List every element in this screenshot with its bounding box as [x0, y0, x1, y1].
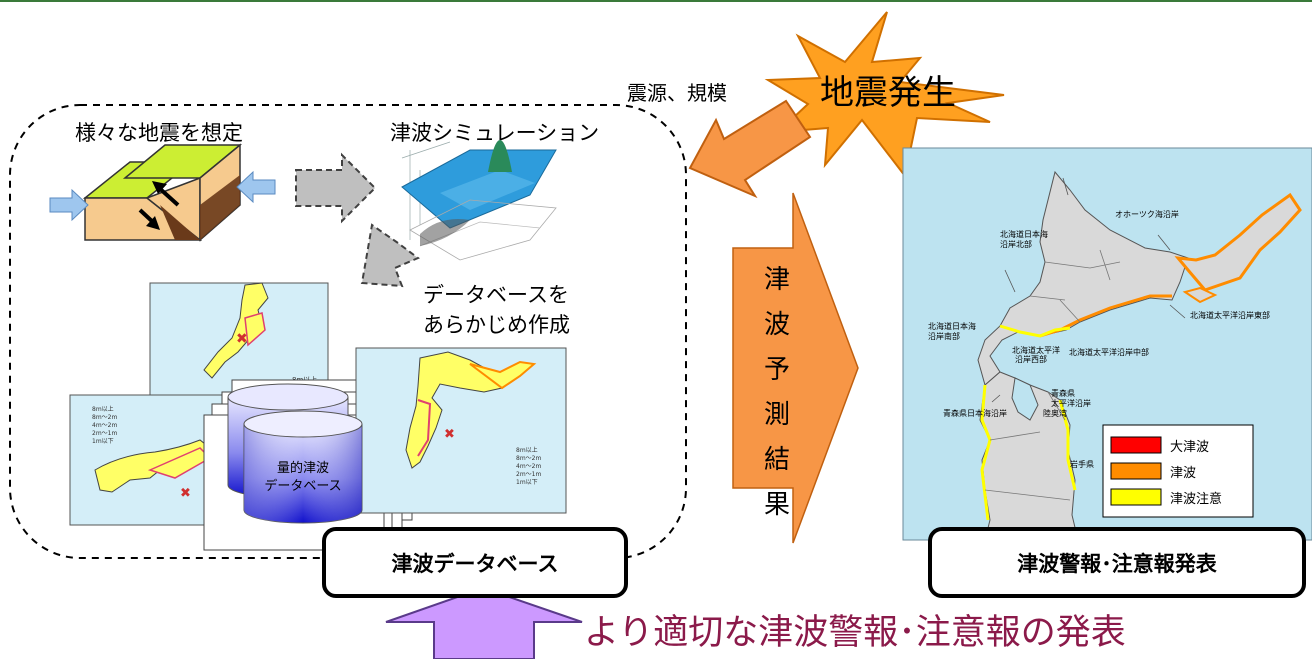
forecast-result-arrow — [732, 192, 859, 544]
improvement-arrow — [385, 586, 583, 659]
map-label-okhotsk: オホーツク海沿岸 — [1115, 209, 1179, 219]
create-database-arrow — [360, 223, 420, 288]
map-label-pacific-west-1: 北海道太平洋 — [1012, 345, 1060, 355]
forecast-char-3: 予 — [763, 355, 790, 385]
tsunami-simulation-label: 津波シミュレーション — [390, 121, 599, 145]
svg-text:1m以下: 1m以下 — [516, 479, 538, 486]
legend-label-major-tsunami: 大津波 — [1170, 440, 1209, 455]
svg-text:✖: ✖ — [236, 331, 248, 347]
forecast-char-4: 測 — [763, 400, 790, 430]
forecast-char-6: 果 — [763, 490, 790, 520]
map-label-pacific-west-2: 沿岸西部 — [1015, 354, 1047, 364]
create-database-label-line1: データベースを — [423, 283, 569, 307]
svg-text:8m以上: 8m以上 — [92, 405, 114, 413]
svg-text:8m～2m: 8m～2m — [92, 414, 117, 421]
create-database-label-line2: あらかじめ作成 — [423, 313, 570, 337]
fault-block-diagram — [49, 143, 276, 242]
database-cylinder-front — [243, 410, 363, 524]
tsunami-database-box: 津波データベース — [322, 527, 628, 598]
svg-text:8m～2m: 8m～2m — [516, 455, 541, 462]
legend-label-tsunami: 津波 — [1170, 466, 1196, 481]
bottom-message: より適切な津波警報･注意報の発表 — [584, 613, 1126, 653]
map-label-hokkaido-south-2: 沿岸南部 — [928, 331, 960, 341]
db-cylinder-label-line1: 量的津波 — [277, 460, 329, 476]
svg-text:✖: ✖ — [180, 486, 191, 501]
map-label-iwate: 岩手県 — [1070, 459, 1094, 469]
map-label-pacific-east: 北海道太平洋沿岸東部 — [1190, 310, 1270, 320]
simulation-plot — [401, 140, 557, 261]
map-label-aomori-pacific-1: 青森県 — [1051, 388, 1075, 398]
warning-map: 北海道日本海 沿岸北部 オホーツク海沿岸 北海道日本海 沿岸南部 北海道太平洋 … — [902, 147, 1312, 541]
forecast-result-label: 津 波 予 測 結 果 — [757, 258, 797, 528]
assume-earthquake-label: 様々な地震を想定 — [75, 121, 243, 145]
map-label-hokkaido-north-1: 北海道日本海 — [1000, 229, 1048, 239]
map-legend: 大津波 津波 津波注意 — [1102, 424, 1254, 518]
map-label-pacific-central: 北海道太平洋沿岸中部 — [1069, 347, 1149, 357]
svg-text:2m～1m: 2m～1m — [92, 430, 117, 437]
source-arrow — [688, 99, 812, 199]
svg-text:4m～2m: 4m～2m — [516, 463, 541, 470]
source-magnitude-label: 震源、規模 — [627, 81, 727, 105]
svg-text:4m～2m: 4m～2m — [92, 422, 117, 429]
forecast-char-5: 結 — [763, 445, 790, 475]
map-label-aomori-pacific-2: 太平洋沿岸 — [1051, 398, 1091, 408]
earthquake-label: 地震発生 — [820, 73, 956, 113]
simulation-arrow — [295, 152, 377, 224]
forecast-char-2: 波 — [763, 310, 790, 340]
map-label-hokkaido-north-2: 沿岸北部 — [1000, 239, 1032, 249]
top-border-line — [0, 0, 1312, 2]
legend-swatch-tsunami — [1110, 462, 1162, 480]
japan-map-card-right: ✖ 8m以上 8m～2m 4m～2m 2m～1m 1m以下 — [355, 347, 567, 514]
map-label-mutsu-bay: 陸奥湾 — [1043, 408, 1067, 418]
forecast-char-1: 津 — [763, 265, 790, 295]
svg-text:2m～1m: 2m～1m — [516, 471, 541, 478]
legend-swatch-major-tsunami — [1110, 436, 1162, 454]
earthquake-burst-icon — [764, 11, 1005, 179]
map-label-aomori-sea-of-japan: 青森県日本海沿岸 — [943, 408, 1007, 418]
db-cylinder-label-line2: データベース — [264, 478, 341, 494]
map-label-hokkaido-south-1: 北海道日本海 — [928, 321, 976, 331]
legend-swatch-tsunami-advisory — [1110, 488, 1162, 506]
warning-announcement-box: 津波警報･注意報発表 — [928, 527, 1306, 598]
svg-text:1m以下: 1m以下 — [92, 438, 114, 445]
svg-text:✖: ✖ — [444, 427, 455, 442]
svg-text:8m以上: 8m以上 — [516, 446, 538, 454]
legend-label-tsunami-advisory: 津波注意 — [1170, 491, 1222, 507]
